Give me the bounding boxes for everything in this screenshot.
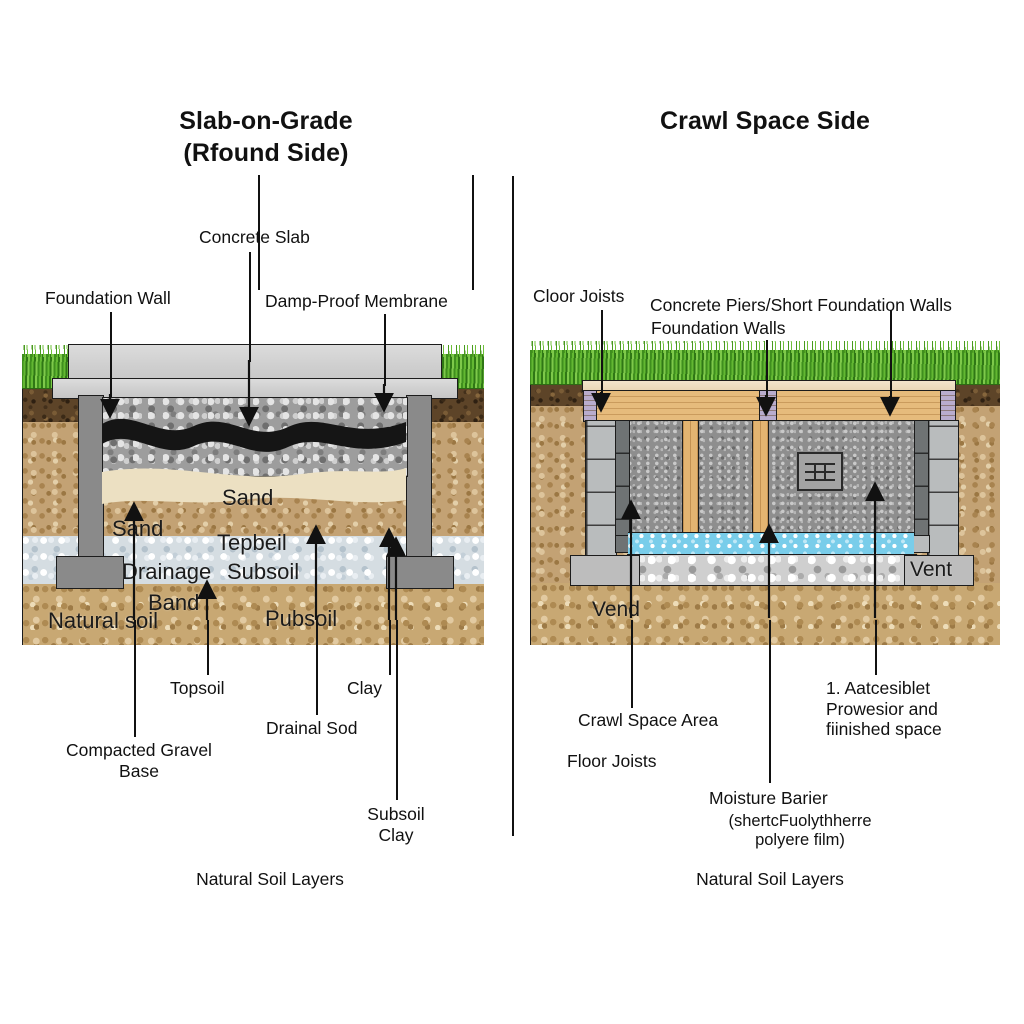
callout-concrete-piers: Concrete Piers/Short Foundation Walls [650,295,952,315]
leader-moisture-barrier [769,620,771,783]
leader-crawl-space-area [631,620,633,708]
inline-label-vend: Vend [592,598,640,621]
vent-grille-icon [797,452,843,491]
left-panel-title: Slab-on-Grade (Rfound Side) [116,105,416,169]
concrete-slab [68,344,442,384]
footing-right [386,556,454,589]
leader-drainal-sod [316,620,318,715]
leader-clay [389,620,391,675]
callout-foundation-wall: Foundation Wall [45,288,171,308]
inline-label-drainage: Drainage [122,559,212,584]
leader-cloor-joists [601,310,603,395]
right-title-main: Crawl Space Side [659,107,871,135]
wood-post-right [752,420,769,554]
block-wall-right-inner [914,420,929,550]
foundation-wall-left [78,395,104,562]
left-title-sub: (Rfound Side) [183,139,349,167]
right-natural-soil-layer [530,583,1000,645]
inline-label-band: Band [148,590,200,615]
inline-label-pubsoil: Pubsoil [265,606,338,631]
callout-crawl-space-area: Crawl Space Area [578,710,719,730]
left-panel-illustration: Sand Sand Tepbeil Drainage Subsoil Band … [22,340,484,645]
leader-foundation-walls [890,310,892,398]
left-natural-soil-layer [22,584,484,645]
callout-cloor-joists: Cloor Joists [533,286,625,306]
callout-concrete-slab: Concrete Slab [199,227,310,247]
wood-post-left [682,420,699,554]
inline-label-vent: Vent [910,558,953,581]
callout-drainal-sod: Drainal Sod [266,718,358,738]
callout-foundation-walls: Foundation Walls [651,318,786,338]
footing-left-crawl [570,555,640,586]
joist-blocking-left [583,390,597,422]
footing-right-crawl [904,555,974,586]
callout-damp-proof-membrane: Damp-Proof Membrane [265,291,448,311]
slab-edge-strip [52,378,458,399]
leader-concrete-piers [766,340,768,402]
floor-joist-band-left [594,390,762,422]
leader-membrane-box-right [472,175,474,290]
footing-left [56,556,124,589]
leader-concrete-slab [249,252,251,362]
right-panel-title: Crawl Space Side [610,105,920,137]
left-panel-caption: Natural Soil Layers [196,869,344,889]
leader-membrane-box-left [258,175,260,290]
left-title-main: Slab-on-Grade [179,107,353,135]
joist-blocking-center [759,390,777,422]
damp-proof-membrane [102,418,406,452]
inline-label-sand-center: Sand [222,485,274,510]
right-panel-caption: Natural Soil Layers [696,869,844,889]
block-wall-left-outer [585,420,617,577]
sand-layer [102,468,406,504]
callout-subsoil-clay: Subsoil Clay [367,804,425,845]
panel-divider [512,176,514,836]
leader-topsoil [207,620,209,675]
block-wall-right-outer [927,420,959,577]
leader-damp-proof [384,314,386,386]
callout-moisture-barrier-note: (shertcFuolythherre polyere film) [728,812,872,850]
leader-accessible-note [875,620,877,675]
leader-compacted-gravel [134,620,136,737]
inline-label-subsoil: Subsoil [227,559,300,584]
foundation-wall-right [406,395,432,562]
joist-blocking-right [940,390,956,422]
callout-topsoil: Topsoil [170,678,225,698]
callout-floor-joists: Floor Joists [567,751,657,771]
callout-moisture-barrier: Moisture Barier [709,788,828,808]
inline-label-sand-left: Sand [112,516,164,541]
inline-label-tepbeil: Tepbeil [217,530,287,555]
moisture-barrier [628,532,914,555]
callout-accessible-space-note: 1. Aatcesiblet Prowesior and fiinished s… [826,678,942,740]
callout-compacted-gravel-base: Compacted Gravel Base [66,740,212,781]
inline-label-natural-soil: Natural soil [48,608,159,633]
leader-foundation-wall [110,312,112,397]
leader-subsoil-clay [396,620,398,800]
floor-joist-band-right [774,390,956,422]
block-wall-left-inner [615,420,630,550]
crawl-space-gravel-bed [627,554,917,586]
crawl-space-interior [627,420,917,550]
callout-clay: Clay [347,678,383,698]
right-panel-illustration: Vend Vent [530,340,1000,645]
